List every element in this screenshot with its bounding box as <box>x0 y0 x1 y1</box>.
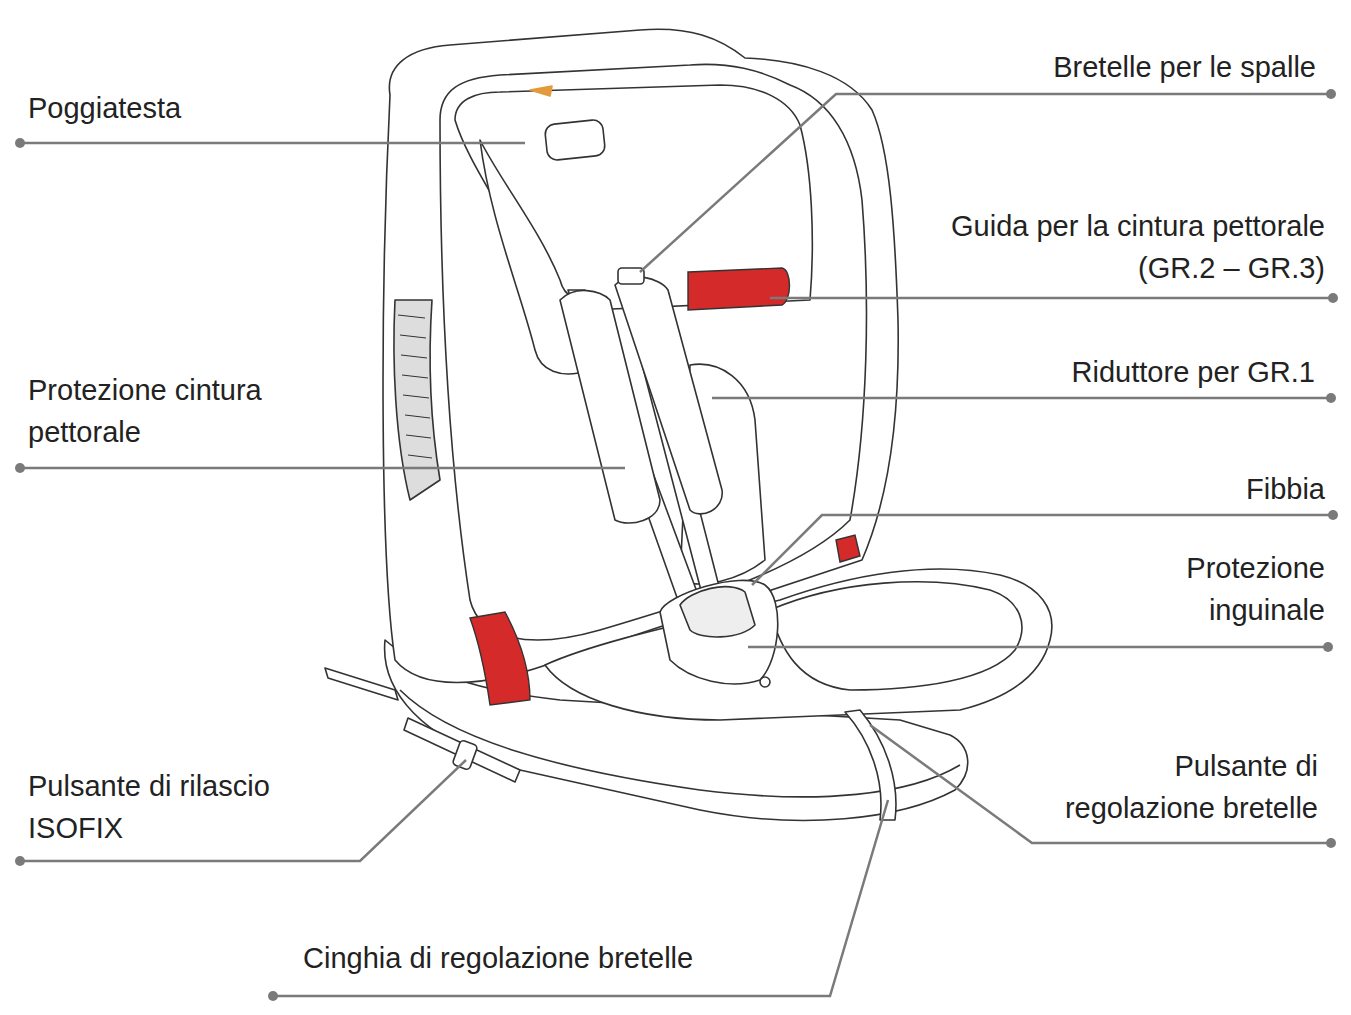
backrest-shell <box>383 29 898 682</box>
leader-line <box>273 800 888 996</box>
backrest-inner <box>440 64 866 640</box>
leader-dot <box>15 463 25 473</box>
part-label: Protezione cintura pettorale <box>28 369 328 453</box>
leader-dot <box>1326 838 1336 848</box>
leader-dot <box>1326 89 1336 99</box>
seat-outline <box>325 29 1052 820</box>
leader-line <box>870 725 1331 843</box>
leader-line <box>712 397 1331 400</box>
buckle <box>680 587 755 637</box>
leader-dot <box>1328 510 1338 520</box>
leader-line <box>640 94 1331 272</box>
part-label: Protezione inguinale <box>1125 547 1325 631</box>
leader-line <box>20 760 466 861</box>
crotch-pad-snap <box>760 677 770 687</box>
part-label: Guida per la cintura pettorale (GR.2 – G… <box>905 205 1325 289</box>
isofix-arm <box>325 668 398 700</box>
crotch-pad <box>660 580 778 684</box>
leader-dot <box>15 856 25 866</box>
leader-dot <box>1328 293 1338 303</box>
part-label: Pulsante di rilascio ISOFIX <box>28 765 318 849</box>
headrest-handle <box>544 119 605 161</box>
leader-dots <box>15 89 1338 1001</box>
leader-dot <box>15 138 25 148</box>
isofix-button <box>452 740 478 771</box>
seat-cushion <box>545 569 1052 720</box>
belt-guide-lower-left <box>470 612 530 705</box>
leader-line <box>770 297 1333 300</box>
part-label: Pulsante di regolazione bretelle <box>1038 745 1318 829</box>
part-label: Fibbia <box>1125 468 1325 510</box>
belt-guide-upper <box>688 268 790 310</box>
headrest-button <box>530 86 552 96</box>
seat-cushion-inner <box>770 582 1022 690</box>
leader-line <box>20 467 625 470</box>
side-wing <box>394 300 440 500</box>
part-label: Riduttore per GR.1 <box>895 351 1315 393</box>
leader-lines <box>20 94 1333 996</box>
part-label: Bretelle per le spalle <box>896 46 1316 88</box>
leader-dot <box>1326 393 1336 403</box>
leader-line <box>20 142 525 145</box>
red-belt-guides <box>470 268 860 705</box>
part-label: Cinghia di regolazione bretelle <box>303 937 823 979</box>
belt-guide-lower-right <box>836 535 860 562</box>
leader-dot <box>1323 642 1333 652</box>
side-vent <box>398 315 432 458</box>
leader-line <box>748 646 1328 649</box>
chest-pad-right <box>615 277 722 514</box>
isofix-arm-lower <box>404 718 520 782</box>
part-label: Poggiatesta <box>28 87 328 129</box>
leader-dot <box>268 991 278 1001</box>
